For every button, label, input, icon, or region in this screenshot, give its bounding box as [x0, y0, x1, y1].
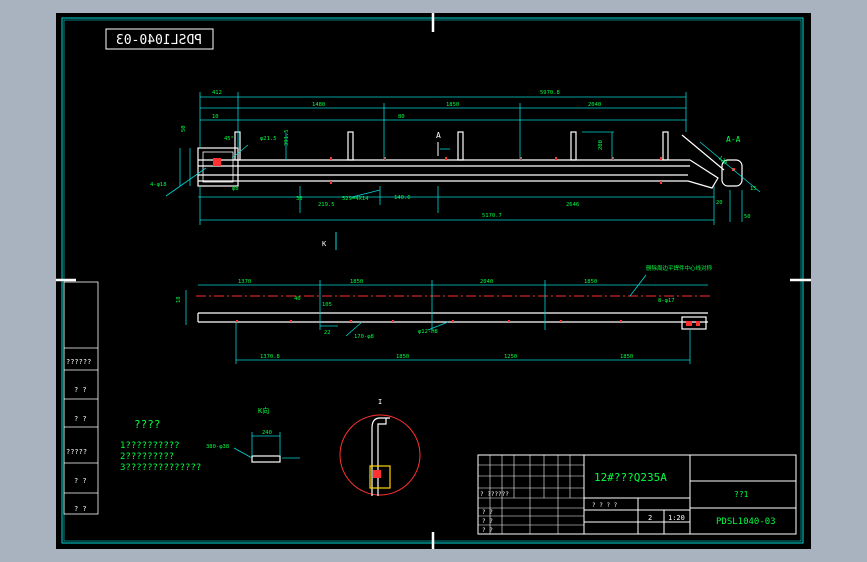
tb-cell-3: ? ?	[482, 527, 493, 534]
tb-part-name: ??1	[734, 490, 749, 499]
dim-391: 391.5	[284, 129, 290, 146]
top-dimension-lines	[185, 274, 708, 364]
left-cell-2: ? ?	[74, 415, 87, 423]
dim-20: 20	[716, 200, 723, 206]
top-dim-hole2: φ12-H8	[418, 329, 438, 335]
title-block: 12#???Q235A ??1 PDSL1040-03 2 1:20 ? ???…	[477, 454, 797, 535]
dim-slot: 529=4X14	[342, 196, 369, 202]
front-view: 5970.8 412 1480 1850 2040 10 80 45° φ21.…	[150, 90, 761, 250]
left-cell-0: ??????	[66, 358, 91, 366]
tb-cell-4: ? ? ? ?	[592, 502, 618, 509]
mirrored-number-box: PDSL1040-03	[105, 28, 214, 50]
top-dim-105: 105	[322, 302, 332, 308]
mirrored-drawing-number: PDSL1040-03	[116, 33, 202, 48]
note-2: 2?????????	[120, 452, 174, 462]
tb-cell-1: ? ?	[482, 509, 493, 516]
dim-1480: 1480	[312, 102, 325, 108]
top-dim-1370: 1370	[238, 279, 251, 285]
top-dim-texts: 1370 1850 2040 1850 1370.8 1850 1250 185…	[176, 264, 713, 360]
dimension-lines	[165, 92, 761, 225]
dim-10: 10	[212, 114, 219, 120]
dim-2040: 2040	[588, 102, 601, 108]
tb-cell-2: ? ?	[482, 518, 493, 525]
dim-2646: 2646	[566, 202, 579, 208]
top-dim-1250: 1250	[504, 354, 517, 360]
section-marker-a: A	[436, 131, 441, 140]
dim-140: 140.6	[394, 195, 411, 201]
notes-title: ????	[134, 418, 161, 431]
dim-1850: 1850	[446, 102, 459, 108]
centering-marks	[56, 13, 811, 549]
dim-phi: φ21.5	[260, 136, 277, 142]
front-dim-texts: 5970.8 412 1480 1850 2040 10 80 45° φ21.…	[150, 90, 757, 220]
top-dim-1850b: 1850	[584, 279, 597, 285]
beam-outline	[197, 134, 743, 189]
dim-219: 219.5	[318, 202, 335, 208]
dim-50b: 50	[744, 214, 751, 220]
top-holes	[236, 320, 700, 326]
tb-quantity: 2	[648, 514, 652, 522]
dim-50: 50	[181, 125, 187, 132]
k-dim-240: 240	[262, 430, 272, 436]
tb-drawing-number: PDSL1040-03	[716, 517, 776, 527]
dim-45: 45°	[224, 136, 234, 142]
top-dim-1850a: 1850	[350, 279, 363, 285]
left-revision-column: ?????? ? ? ? ? ????? ? ? ? ?	[63, 281, 99, 515]
top-view-note: 删除周边平焊件中心线对称	[646, 264, 713, 272]
note-3: 3??????????????	[120, 463, 201, 473]
dim-dia: φ8	[232, 186, 239, 192]
top-dim-hole3: 8-φ17	[658, 298, 675, 304]
paper-background	[56, 13, 811, 549]
dim-overall: 5970.8	[540, 90, 560, 96]
k-dim-label: 380-φ38	[206, 444, 229, 450]
view-k: K向 240 380-φ38	[206, 406, 300, 463]
tb-cell-0: ? ??????	[480, 491, 509, 498]
dim-412: 412	[212, 90, 222, 96]
tb-material: 12#???Q235A	[594, 471, 667, 484]
posts	[234, 131, 669, 161]
section-label-aa: A-A	[726, 135, 741, 144]
dim-80: 80	[398, 114, 405, 120]
detail-marker: I	[378, 398, 382, 406]
top-dim-1850c: 1850	[396, 354, 409, 360]
top-dim-40: 40	[294, 296, 301, 302]
top-dim-18: 18	[176, 296, 182, 303]
top-dim-1370b: 1370.8	[260, 354, 280, 360]
left-cell-1: ? ?	[74, 386, 87, 394]
view-k-marker: K	[322, 240, 327, 248]
left-cell-5: ? ?	[74, 505, 87, 513]
dim-30: 30	[296, 196, 303, 202]
top-dim-2040a: 2040	[480, 279, 493, 285]
dim-5170: 5170.7	[482, 213, 502, 219]
note-1: 1??????????	[120, 441, 180, 451]
dim-15: 15	[750, 186, 757, 192]
left-cell-3: ?????	[66, 448, 87, 456]
top-dim-1850d: 1850	[620, 354, 633, 360]
title-block-grid	[478, 455, 584, 534]
dim-120: 120	[717, 155, 728, 166]
top-dim-22: 22	[324, 330, 331, 336]
tb-scale: 1:20	[668, 514, 685, 522]
dim-200: 200	[598, 140, 604, 150]
left-cell-4: ? ?	[74, 477, 87, 485]
dim-hole: 4-φ18	[150, 182, 167, 188]
technical-notes: ???? 1?????????? 2????????? 3???????????…	[120, 418, 201, 473]
view-k-title: K向	[258, 406, 269, 415]
top-dim-slot2: 170-φ8	[354, 334, 374, 340]
top-view: 1370 1850 2040 1850 1370.8 1850 1250 185…	[176, 264, 713, 364]
detail-i: I	[339, 398, 421, 496]
